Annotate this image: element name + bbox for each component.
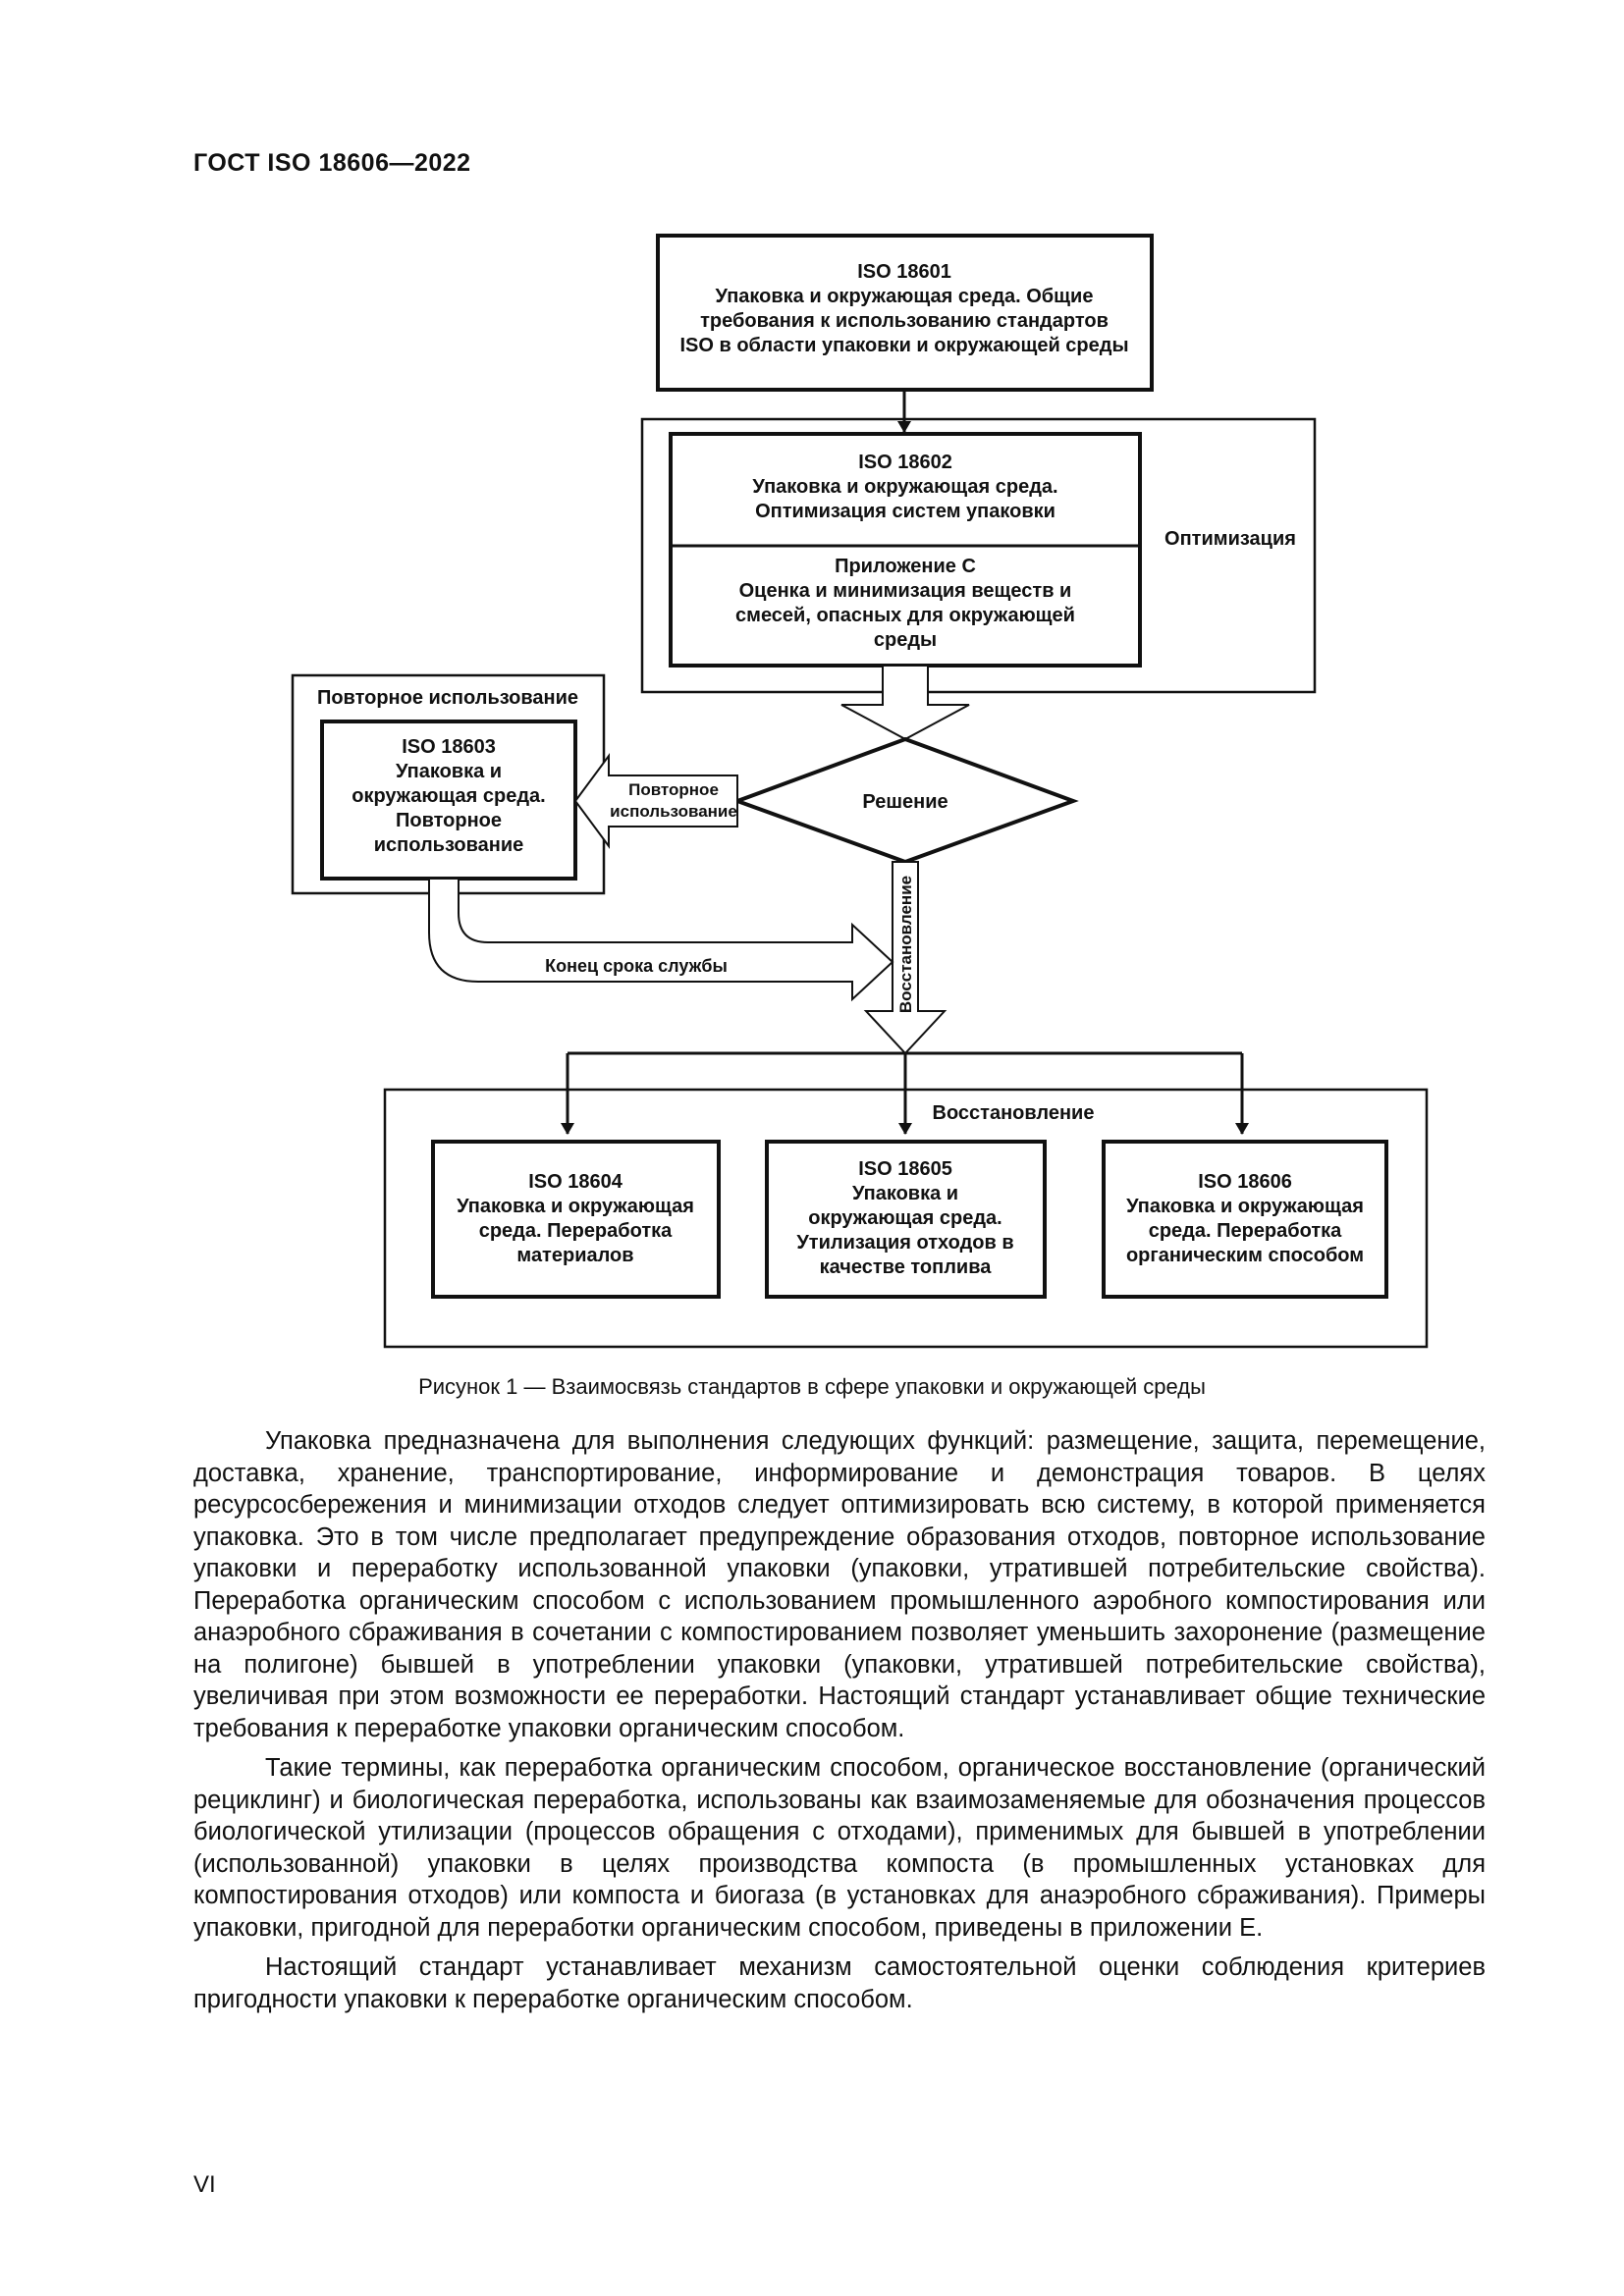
iso18603-line2: окружающая среда. (352, 785, 545, 807)
arrow-recovery (863, 861, 947, 1055)
arrow-end-of-life (428, 878, 894, 1002)
iso18606-box (1102, 1140, 1388, 1299)
recovery-arrow-label: Восстановление (896, 876, 915, 1013)
iso18604-code: ISO 18604 (528, 1171, 623, 1193)
iso18602-line1: Упаковка и окружающая среда. (752, 476, 1057, 498)
iso18606-line3: органическим способом (1126, 1245, 1364, 1266)
paragraph-2: Такие термины, как переработка органичес… (193, 1754, 1486, 1942)
flowchart-svg: ISO 18601 Упаковка и окружающая среда. О… (291, 234, 1429, 1349)
end-of-life-label: Конец срока службы (545, 956, 728, 976)
iso18601-line2: требования к использованию стандартов (700, 310, 1109, 332)
iso18603-line4: использование (374, 834, 524, 856)
iso18601-code: ISO 18601 (857, 261, 951, 283)
iso18606-code: ISO 18606 (1198, 1171, 1292, 1193)
iso18605-line4: качестве топлива (820, 1256, 993, 1278)
iso18605-box (765, 1140, 1047, 1299)
paragraph-3: Настоящий стандарт устанавливает механиз… (193, 1953, 1486, 2013)
iso18603-line1: Упаковка и (396, 761, 502, 782)
iso18602-code: ISO 18602 (858, 452, 952, 473)
iso18605-line1: Упаковка и (852, 1183, 958, 1204)
iso18603-line3: Повторное (396, 810, 502, 831)
document-header: ГОСТ ISO 18606—2022 (193, 149, 471, 177)
iso18601-box (656, 234, 1154, 392)
iso18602-line2: Оптимизация систем упаковки (755, 501, 1056, 522)
page-number: VI (193, 2171, 216, 2198)
recovery-group (383, 1088, 1429, 1349)
iso18604-box (431, 1140, 721, 1299)
iso18604-line2: среда. Переработка (479, 1220, 673, 1242)
reuse-arrow-line2: использование (610, 802, 737, 821)
arrow-optimization-to-decision (840, 665, 970, 741)
optimization-label: Оптимизация (1164, 528, 1296, 550)
recovery-group-label: Восстановление (933, 1102, 1095, 1124)
optimization-group (640, 417, 1317, 694)
iso18603-code: ISO 18603 (402, 736, 496, 758)
iso18605-line2: окружающая среда. (808, 1207, 1001, 1229)
reuse-arrow-line1: Повторное (628, 780, 719, 799)
flowchart-figure: ISO 18601 Упаковка и окружающая среда. О… (291, 234, 1429, 1349)
iso18605-code: ISO 18605 (858, 1158, 952, 1180)
annex-c-line2: смесей, опасных для окружающей (735, 605, 1075, 626)
body-text: Упаковка предназначена для выполнения сл… (193, 1425, 1486, 2023)
annex-c-title: Приложение С (835, 556, 976, 577)
iso18604-line3: материалов (516, 1245, 633, 1266)
iso18601-line3: ISO в области упаковки и окружающей сред… (679, 335, 1128, 356)
annex-c-line3: среды (874, 629, 937, 651)
arrow-decision-to-reuse (573, 752, 738, 850)
iso18606-line1: Упаковка и окружающая (1126, 1196, 1364, 1217)
iso18601-line1: Упаковка и окружающая среда. Общие (716, 286, 1094, 307)
decision-label: Решение (862, 791, 947, 813)
reuse-group-label: Повторное использование (317, 687, 578, 709)
iso18604-line1: Упаковка и окружающая (457, 1196, 694, 1217)
annex-c-line1: Оценка и минимизация веществ и (739, 580, 1072, 602)
iso18606-line2: среда. Переработка (1149, 1220, 1342, 1242)
paragraph-1: Упаковка предназначена для выполнения сл… (193, 1427, 1486, 1742)
figure-caption: Рисунок 1 — Взаимосвязь стандартов в сфе… (418, 1374, 1206, 1399)
iso18605-line3: Утилизация отходов в (796, 1232, 1013, 1254)
